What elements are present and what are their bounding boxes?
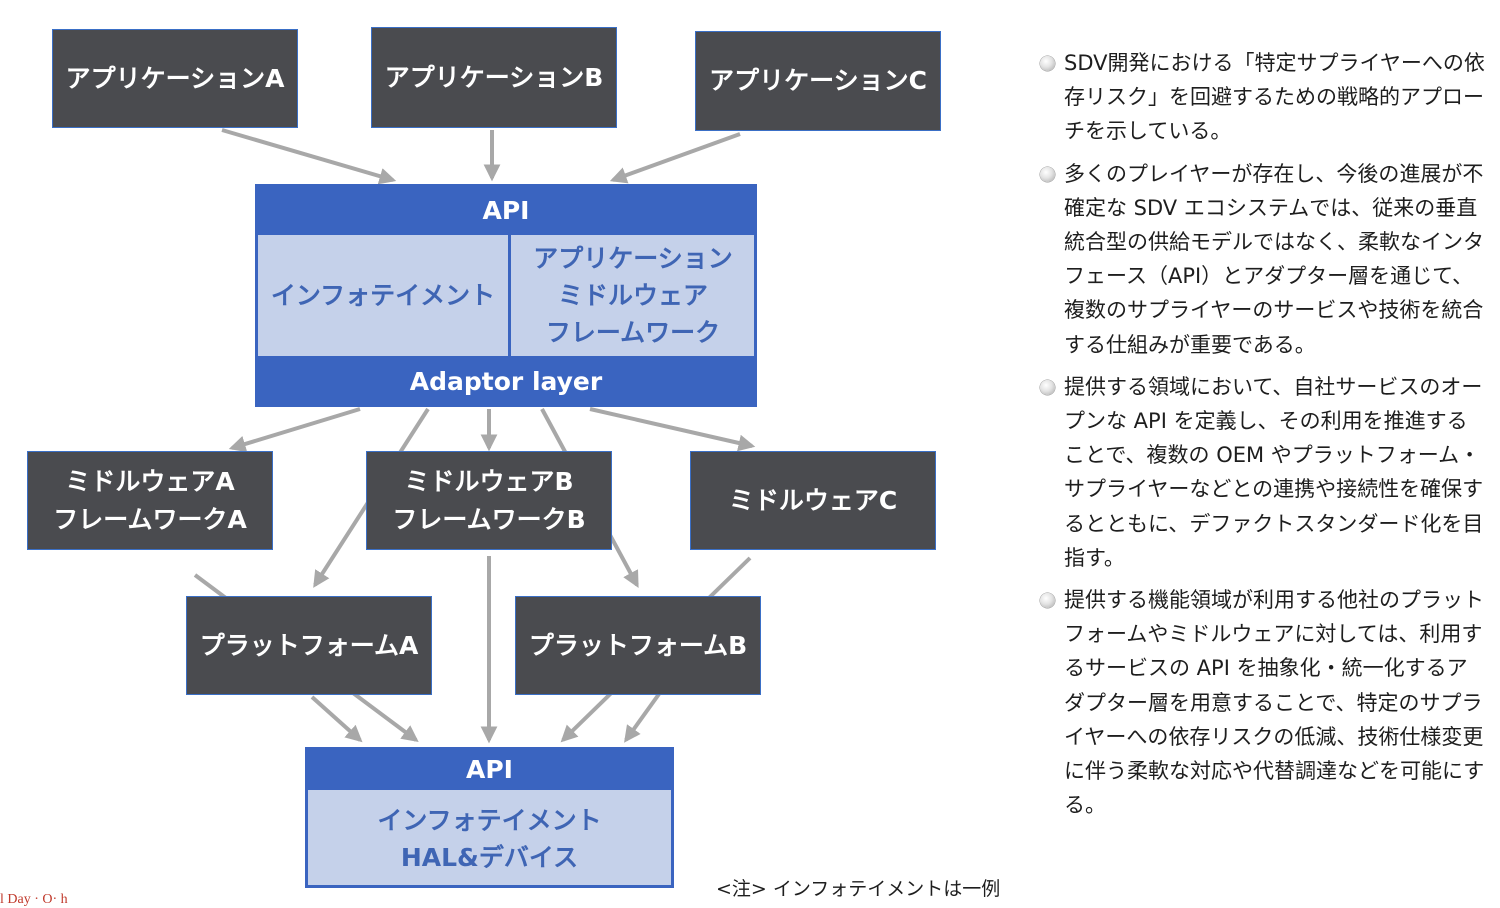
platform-a-box: プラットフォームA (186, 596, 432, 695)
bottom-infotainment-label: インフォテイメント (377, 805, 602, 835)
application-a-box: アプリケーションA (52, 29, 298, 128)
arrow-appA-to-api (221, 128, 397, 185)
arrow-platformB-to-bottom (624, 692, 661, 743)
app-middleware-line-1: アプリケーション (533, 244, 733, 273)
middleware-c-line-1: ミドルウェアC (728, 485, 898, 515)
connector-arrows (193, 128, 756, 744)
bullet-dot-icon (1040, 166, 1055, 182)
app-middleware-line-2: ミドルウェア (557, 281, 708, 310)
infotainment-cell: インフォテイメント (256, 235, 510, 356)
middleware-a-box: ミドルウェアA フレームワークA (27, 451, 273, 550)
application-b-box: アプリケーションB (371, 27, 617, 128)
bottom-api-label: API (466, 754, 513, 784)
bullet-text: 多くのプレイヤーが存在し、今後の進展が不確定な SDV エコシステムでは、従来の… (1064, 161, 1484, 357)
arrow-adaptor-to-mwC (589, 407, 756, 452)
platform-b-box: プラットフォームB (515, 596, 761, 695)
adaptor-layer-label: Adaptor layer (409, 366, 603, 396)
arrow-appC-to-api (609, 132, 741, 184)
bullet-item: SDV開発における「特定サプライヤーへの依存リスク」を回避するための戦略的アプロ… (1040, 46, 1485, 149)
bullet-text: 提供する領域において、自社サービスのオープンな API を定義し、その利用を推進… (1064, 374, 1484, 570)
platform-b-label: プラットフォームB (528, 630, 748, 660)
bottom-api-bar: API (306, 748, 673, 790)
app-middleware-framework-cell: アプリケーション ミドルウェア フレームワーク (510, 235, 756, 356)
infotainment-hal-cell: インフォテイメント HAL&デバイス (306, 790, 673, 887)
middleware-a-line-2: フレームワークA (53, 504, 247, 534)
middleware-b-line-1: ミドルウェアB (404, 466, 574, 496)
application-a-label: アプリケーションA (65, 63, 285, 93)
bullet-text: SDV開発における「特定サプライヤーへの依存リスク」を回避するための戦略的アプロ… (1064, 51, 1485, 144)
hal-device-label: HAL&デバイス (400, 842, 579, 872)
arrow-adaptor-to-mwA (228, 407, 361, 453)
app-middleware-line-3: フレームワーク (545, 318, 721, 347)
adaptor-layer-bar: Adaptor layer (256, 356, 756, 406)
adaptor-api-label: API (482, 195, 530, 225)
bullet-list: SDV開発における「特定サプライヤーへの依存リスク」を回避するための戦略的アプロ… (1040, 46, 1485, 830)
adaptor-api-bar: API (256, 185, 756, 235)
bullet-dot-icon (1040, 379, 1055, 395)
bullet-item: 提供する機能領域が利用する他社のプラットフォームやミドルウェアに対しては、利用す… (1040, 583, 1485, 822)
arrow-platformA-to-bottom (310, 695, 363, 743)
bullet-item: 多くのプレイヤーが存在し、今後の進展が不確定な SDV エコシステムでは、従来の… (1040, 157, 1485, 362)
application-b-label: アプリケーションB (384, 62, 604, 92)
bottom-block-frame (305, 747, 674, 888)
middleware-c-box: ミドルウェアC (690, 451, 936, 550)
application-c-box: アプリケーションC (695, 31, 941, 131)
platform-a-label: プラットフォームA (199, 630, 419, 660)
adaptor-divider (508, 235, 511, 356)
middleware-b-box: ミドルウェアB フレームワークB (366, 451, 612, 550)
adaptor-block-frame (255, 184, 757, 407)
footnote: <注> インフォテイメントは一例 (716, 878, 1001, 900)
bullet-item: 提供する領域において、自社サービスのオープンな API を定義し、その利用を推進… (1040, 370, 1485, 575)
middleware-a-line-1: ミドルウェアA (65, 466, 235, 496)
bullet-dot-icon (1040, 56, 1055, 71)
footer-fragment: l Day · O· h (0, 892, 68, 907)
bullet-text: 提供する機能領域が利用する他社のプラットフォームやミドルウェアに対しては、利用す… (1064, 588, 1485, 818)
infotainment-label: インフォテイメント (270, 281, 496, 310)
application-c-label: アプリケーションC (709, 66, 927, 95)
bullet-dot-icon (1040, 593, 1055, 609)
middleware-b-line-2: フレームワークB (392, 504, 586, 534)
